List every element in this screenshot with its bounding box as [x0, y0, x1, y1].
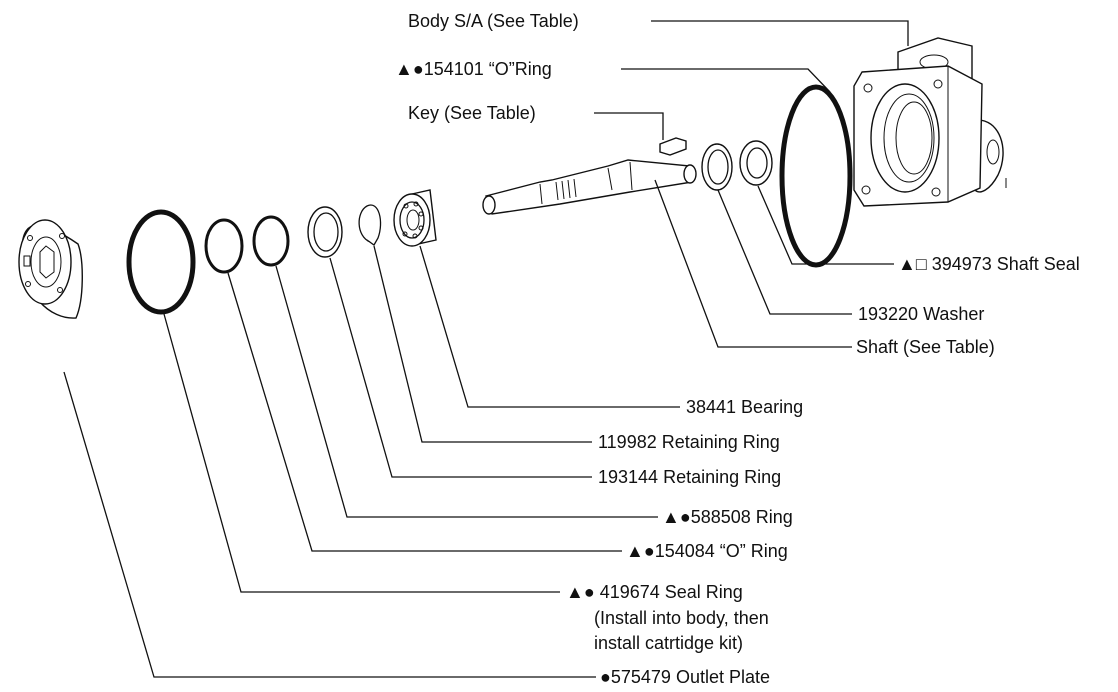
label-seal-ring-note-2: install catrtidge kit): [594, 633, 743, 653]
label-seal-ring-note-1: (Install into body, then: [594, 608, 769, 628]
leader-key: [594, 112, 664, 140]
label-seal-ring: ▲● 419674 Seal Ring: [566, 582, 743, 602]
leader-lines: [63, 20, 909, 678]
label-body: Body S/A (See Table): [408, 11, 579, 31]
o-ring-154101-part: [779, 84, 853, 268]
leader-ring-588508: [275, 265, 658, 518]
leader-o-ring-154101: [621, 68, 831, 93]
bearing-part: [393, 189, 437, 247]
leader-washer: [717, 189, 852, 315]
leader-outlet-plate: [63, 371, 596, 678]
label-outlet-plate: ●575479 Outlet Plate: [600, 667, 770, 687]
leader-body: [651, 20, 909, 46]
label-retaining-ring-119982: 119982 Retaining Ring: [598, 432, 780, 452]
ring-588508-part: [252, 215, 290, 267]
leader-retaining-ring-119982: [373, 245, 592, 443]
label-key: Key (See Table): [408, 103, 536, 123]
retaining-ring-119982-part: [358, 204, 382, 246]
leader-shaft-seal: [757, 185, 894, 265]
o-ring-154084-part: [204, 218, 244, 274]
label-bearing: 38441 Bearing: [686, 397, 803, 417]
outlet-plate-part: [18, 219, 83, 319]
label-retaining-ring-193144: 193144 Retaining Ring: [598, 467, 781, 487]
leader-o-ring-154084: [227, 272, 622, 552]
seal-ring-419674-part: [126, 209, 196, 315]
key-part: [659, 137, 687, 156]
leader-shaft: [654, 179, 852, 348]
label-o-ring-154084: ▲●154084 “O” Ring: [626, 541, 788, 561]
label-shaft-seal: ▲□ 394973 Shaft Seal: [898, 254, 1080, 274]
washer-part: [701, 143, 733, 191]
body-assembly: [853, 37, 1007, 207]
leader-seal-ring: [163, 313, 560, 593]
label-o-ring-154101: ▲●154101 “O”Ring: [395, 59, 552, 79]
leader-bearing: [419, 245, 680, 408]
shaft-part: [482, 159, 697, 215]
label-shaft: Shaft (See Table): [856, 337, 995, 357]
leader-retaining-ring-193144: [329, 257, 592, 478]
label-washer: 193220 Washer: [858, 304, 984, 324]
label-ring-588508: ▲●588508 Ring: [662, 507, 793, 527]
retaining-ring-193144-part: [307, 206, 343, 258]
shaft-seal-part: [739, 140, 773, 186]
